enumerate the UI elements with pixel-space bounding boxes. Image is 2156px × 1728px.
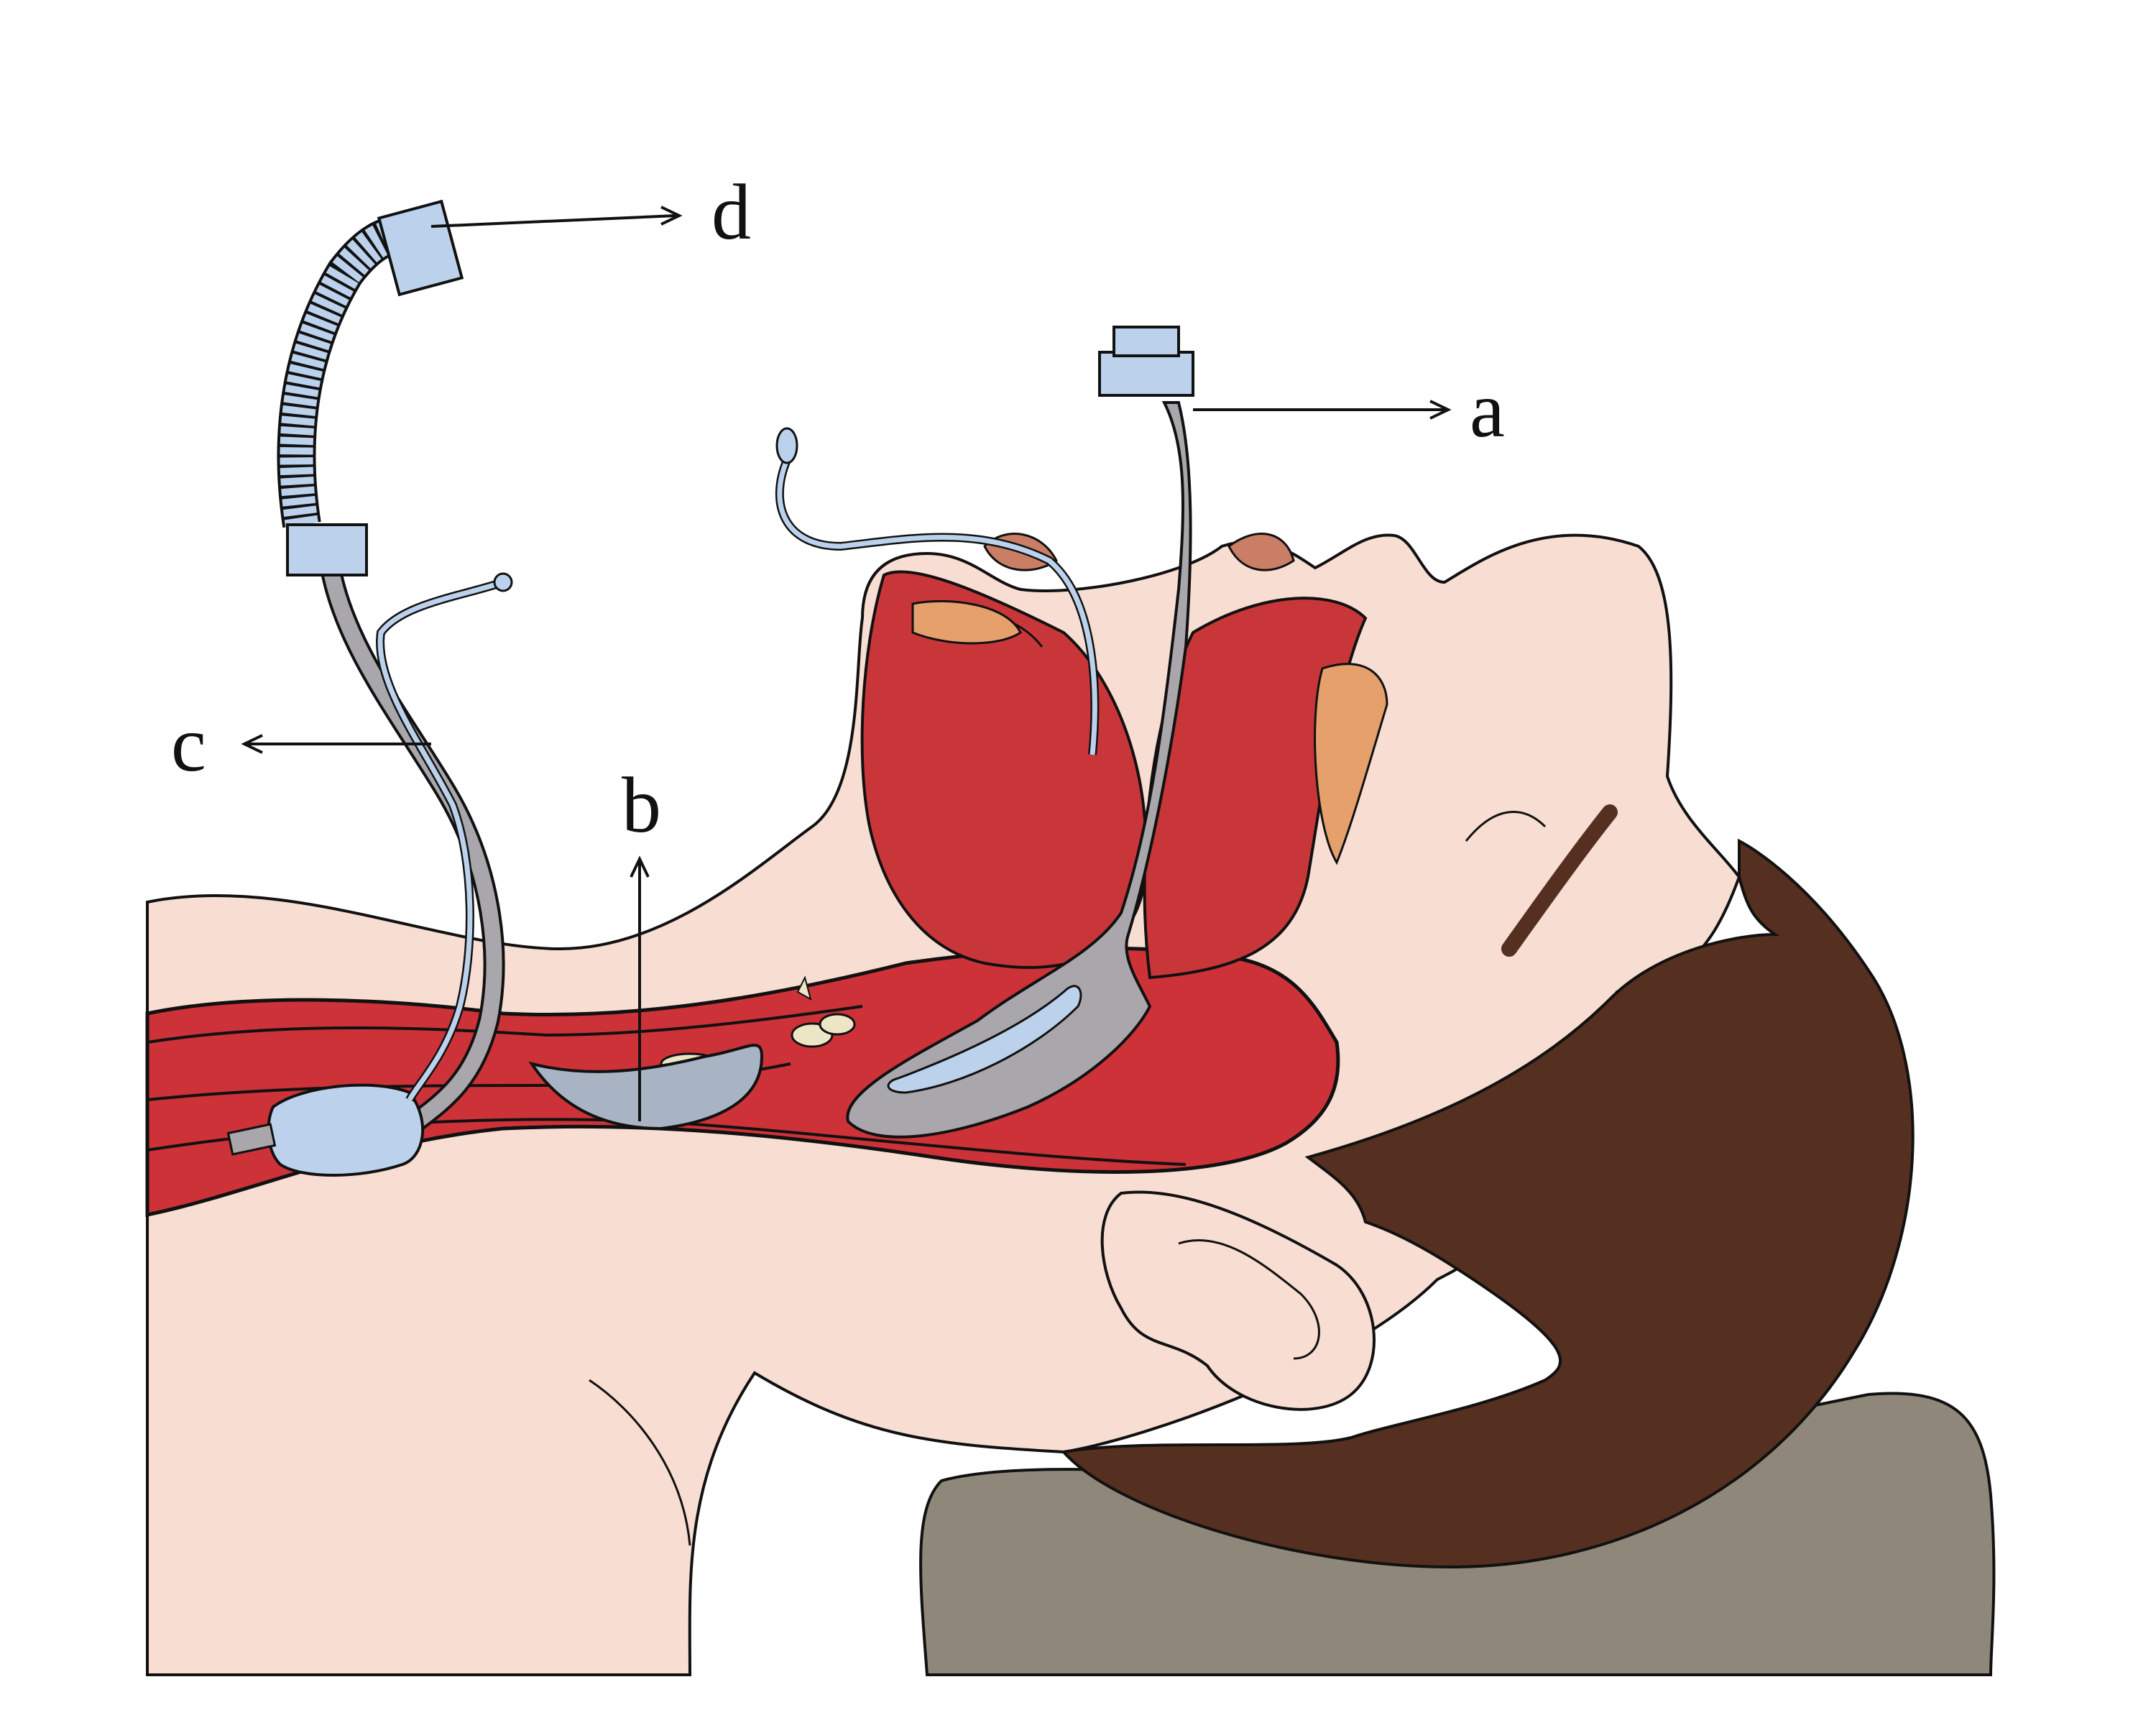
lower-lip — [1227, 533, 1295, 571]
eyelid — [1465, 811, 1547, 842]
device-b-cuff — [528, 1044, 764, 1131]
fat-pad-upper — [911, 599, 1022, 645]
device-d-tube — [226, 199, 505, 1177]
fat-pad-lower — [1314, 663, 1388, 865]
shoulder-line — [589, 1379, 691, 1546]
eye-closed — [1501, 804, 1618, 957]
label-a: a — [1470, 366, 1505, 454]
ear-inner — [1178, 1239, 1320, 1360]
label-d: d — [711, 168, 751, 256]
device-a — [846, 326, 1194, 1139]
pilot-balloon-c — [493, 572, 513, 592]
pilot-balloon-a — [775, 427, 798, 464]
hair — [1061, 838, 1915, 1569]
label-arrows — [241, 206, 1452, 1121]
label-b: b — [622, 761, 661, 849]
label-c: c — [171, 700, 206, 788]
